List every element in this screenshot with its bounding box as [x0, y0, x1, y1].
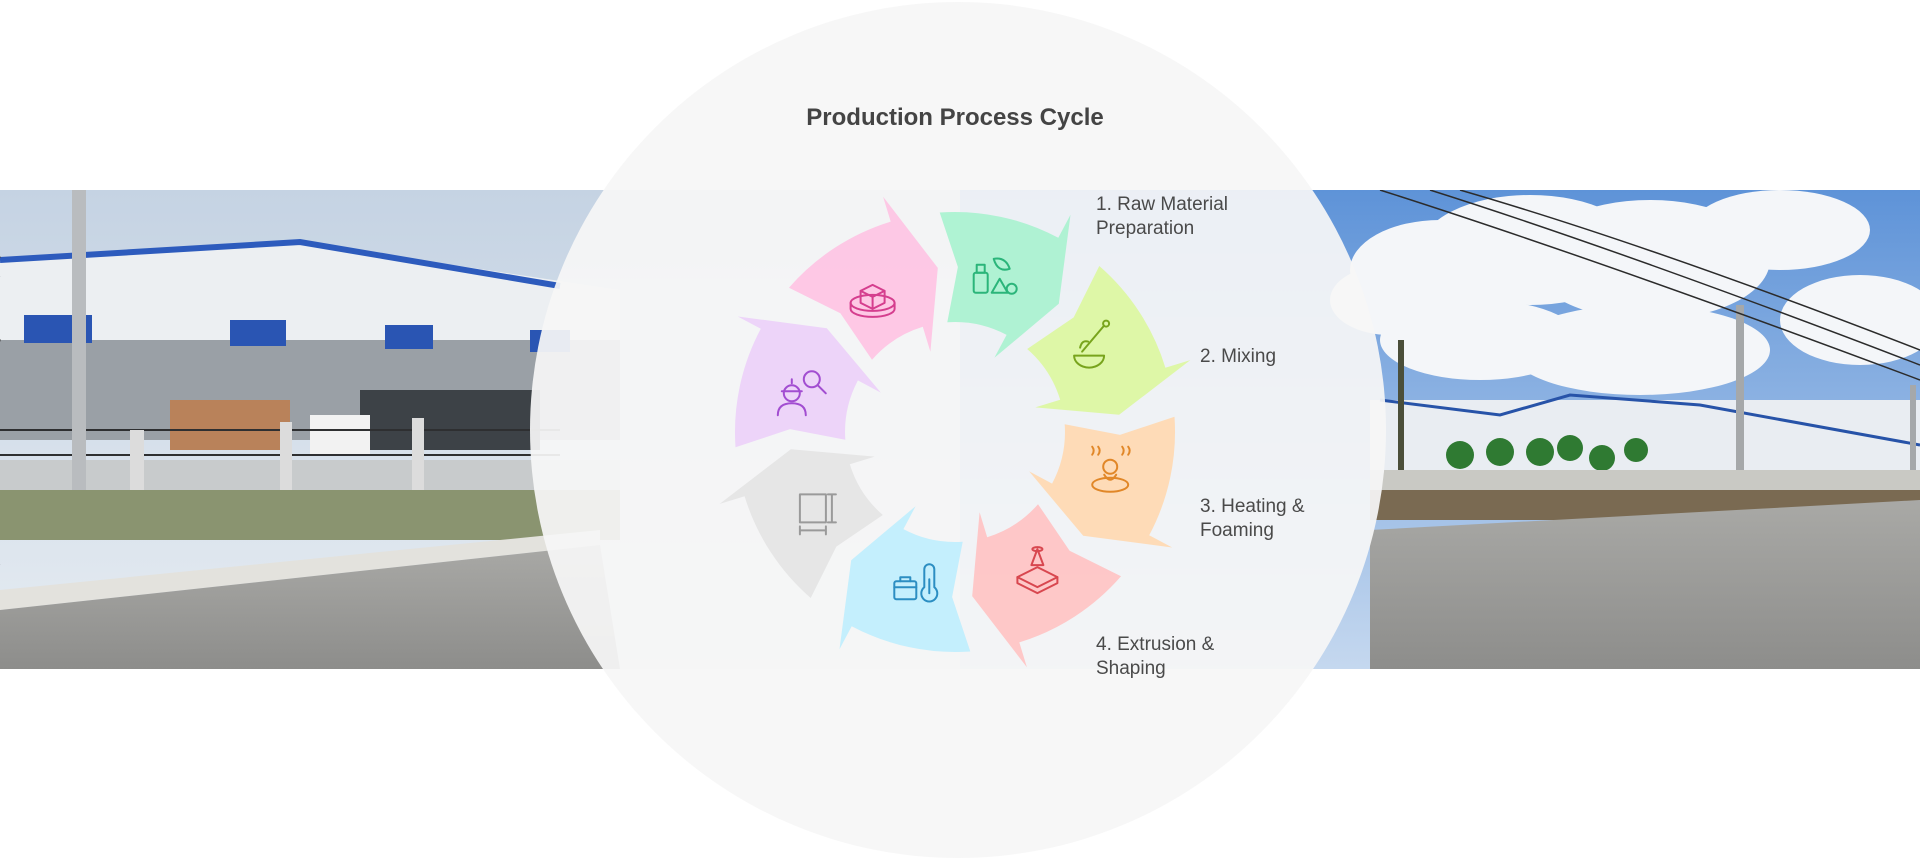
step-label-7: 7. Quality Inspection: [0, 333, 1, 381]
step-label-2: 2. Mixing: [1200, 345, 1276, 369]
step-label-5: 5. Cooling: [0, 633, 1, 681]
step-label-4: 4. Extrusion & Shaping: [1096, 633, 1214, 681]
step-label-8: 8. Packaging & Storage: [0, 193, 1, 289]
step-label-6: 6. Cutting to Size: [0, 505, 1, 577]
step-label-1: 1. Raw Material Preparation: [1096, 193, 1228, 241]
step-label-3: 3. Heating & Foaming: [1200, 495, 1305, 543]
diagram-title: Production Process Cycle: [700, 104, 1210, 132]
